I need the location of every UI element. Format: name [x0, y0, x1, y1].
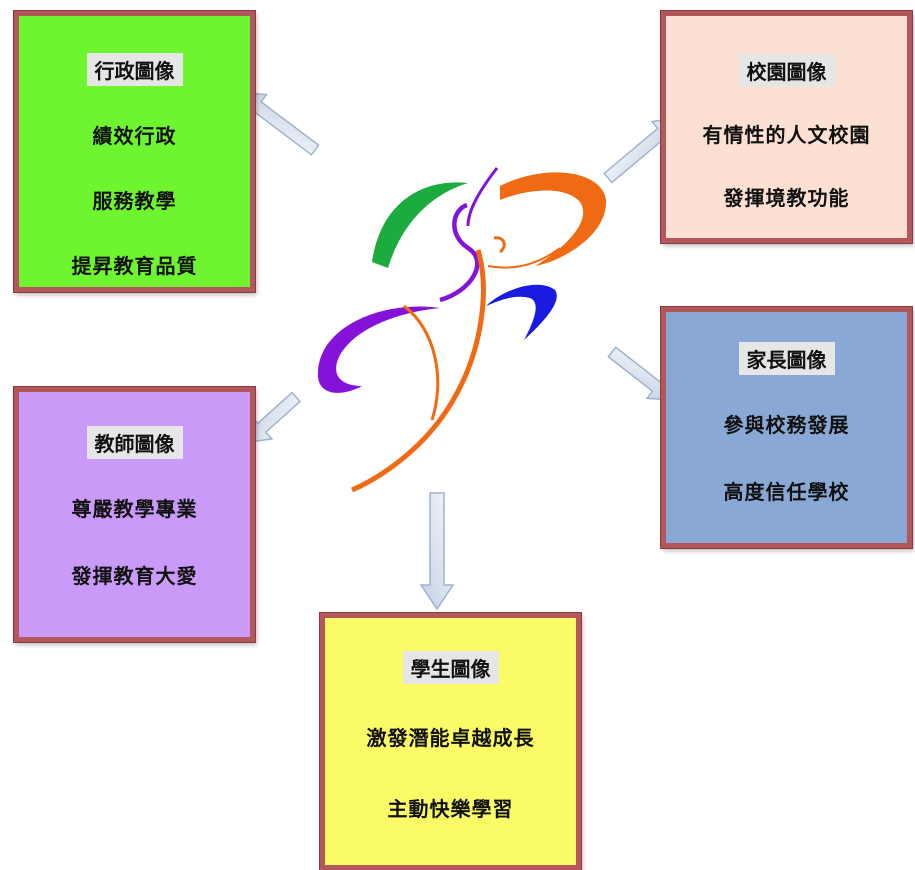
admin-image-box: 行政圖像 績效行政 服務教學 提昇教育品質 [13, 10, 256, 293]
logo-blue-petal [486, 284, 557, 340]
logo-orange-curve [403, 304, 440, 421]
admin-line-2: 服務教學 [92, 189, 177, 213]
logo-purple-petal [317, 306, 440, 393]
arrow-to-student [419, 492, 455, 611]
student-title: 學生圖像 [402, 651, 499, 684]
logo-orange-petal [500, 172, 607, 266]
admin-title: 行政圖像 [86, 53, 183, 86]
logo-orange-squiggle [493, 236, 506, 254]
parent-line-1: 參與校務發展 [723, 413, 850, 437]
logo-s-ribbon [439, 202, 480, 303]
parent-title: 家長圖像 [738, 342, 835, 375]
student-line-2: 主動快樂學習 [387, 797, 514, 821]
admin-line-3: 提昇教育品質 [71, 254, 198, 278]
logo-purple-stroke [466, 167, 499, 227]
campus-title: 校園圖像 [738, 54, 835, 87]
campus-line-1: 有情性的人文校園 [702, 123, 871, 147]
teacher-line-2: 發揮教育大愛 [71, 564, 198, 588]
parent-line-2: 高度信任學校 [723, 480, 850, 504]
campus-line-2: 發揮境教功能 [723, 186, 850, 210]
logo-green-petal [372, 182, 468, 268]
student-line-1: 激發潛能卓越成長 [366, 726, 535, 750]
teacher-line-1: 尊嚴教學專業 [71, 497, 198, 521]
campus-image-box: 校園圖像 有情性的人文校園 發揮境教功能 [660, 10, 913, 244]
admin-line-1: 績效行政 [92, 124, 177, 148]
teacher-title: 教師圖像 [86, 426, 183, 459]
student-image-box: 學生圖像 激發潛能卓越成長 主動快樂學習 [319, 612, 582, 870]
parent-image-box: 家長圖像 參與校務發展 高度信任學校 [660, 306, 913, 549]
logo-orange-stem [350, 249, 486, 493]
school-logo [317, 167, 607, 493]
teacher-image-box: 教師圖像 尊嚴教學專業 發揮教育大愛 [13, 386, 256, 643]
arrow-to-parent [607, 346, 675, 401]
logo-orange-fan [487, 247, 561, 269]
